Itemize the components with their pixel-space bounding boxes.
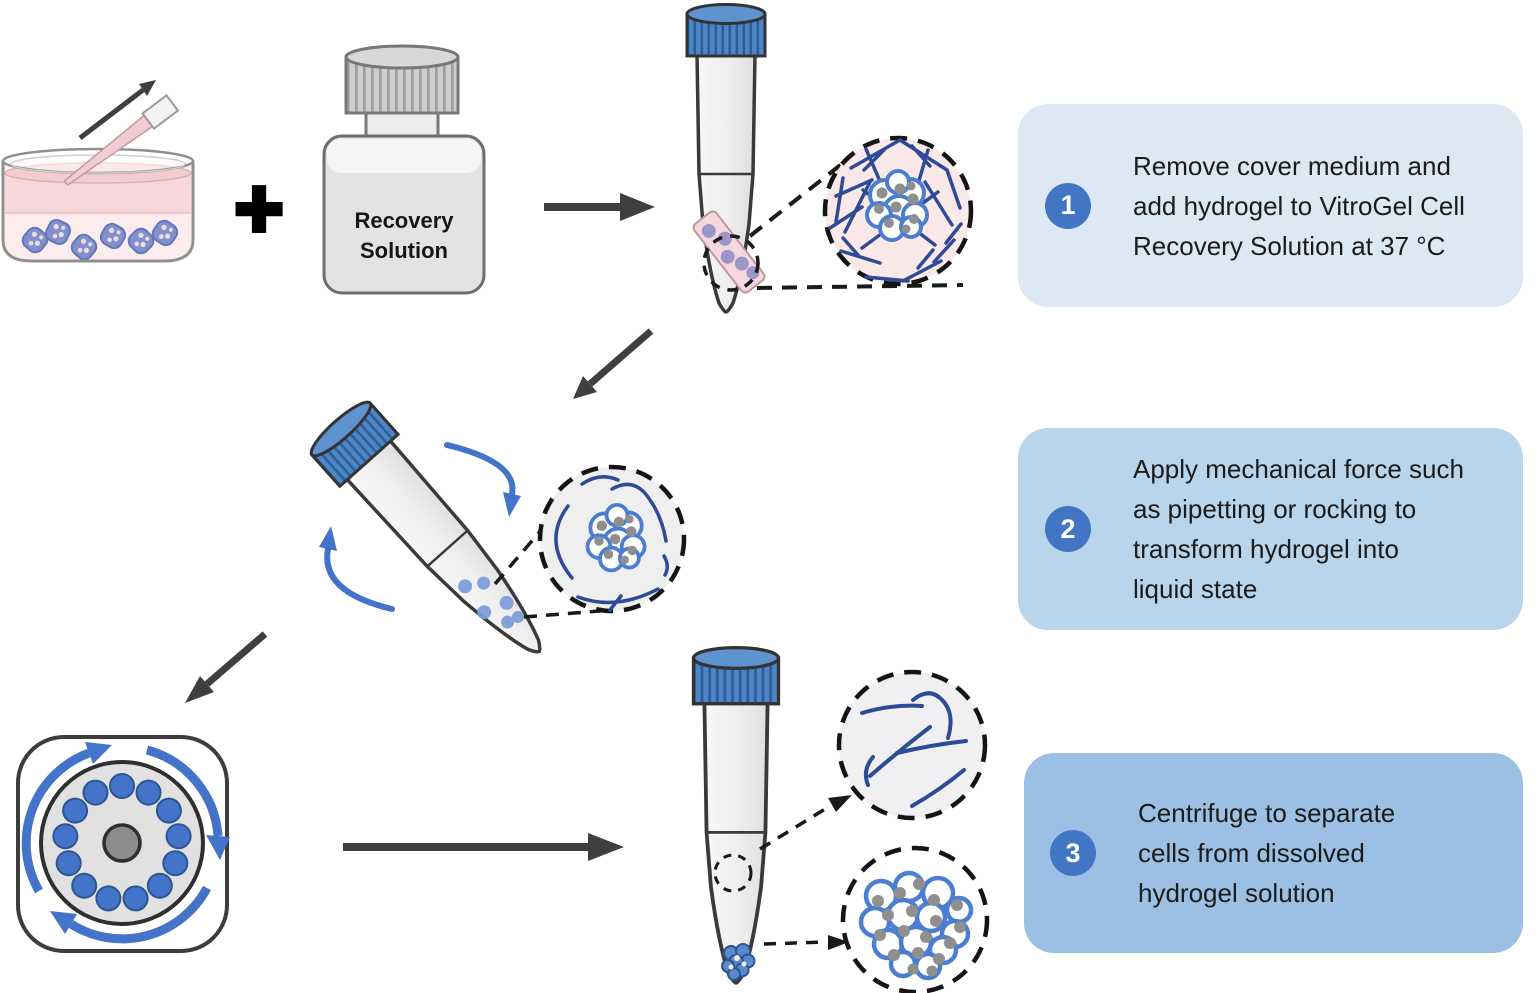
petri-dish-icon [1, 147, 195, 264]
centrifuge-icon [16, 735, 230, 953]
step-3-line-1: Centrifuge to separate [1138, 798, 1396, 828]
step-2-line-2: as pipetting or rocking to [1133, 494, 1417, 524]
hydrogel-matrix-zoom [822, 135, 974, 287]
step-2-line-4: liquid state [1133, 574, 1258, 604]
dashed-pointer-top [759, 795, 852, 851]
supernatant-sample-circle [713, 853, 753, 893]
rocking-arrows-icon [319, 442, 521, 612]
rotor-tubes [52, 773, 192, 912]
step-1-card: 1 Remove cover medium and add hydrogel t… [1018, 104, 1523, 307]
step-2-line-3: transform hydrogel into [1133, 534, 1399, 564]
rotor-hub [102, 823, 142, 863]
right-arrow-icon-2 [343, 833, 624, 861]
dissolving-hydrogel-zoom [537, 464, 687, 614]
dissolved-polymer-zoom [836, 669, 988, 821]
remove-medium-arrow-icon [78, 80, 156, 140]
cell-pellet-zoom [840, 845, 990, 993]
step-3-number-badge: 3 [1050, 830, 1096, 876]
step-2-number-badge: 2 [1045, 506, 1091, 552]
step-2-text: Apply mechanical force such as pipetting… [1133, 449, 1464, 609]
bottle-label-line2: Solution [360, 238, 448, 263]
step-2-line-1: Apply mechanical force such [1133, 454, 1464, 484]
centrifuge-tube-1-icon [685, 2, 964, 314]
step-1-line-3: Recovery Solution at 37 °C [1133, 230, 1446, 261]
step-3-card: 3 Centrifuge to separate cells from diss… [1024, 753, 1523, 953]
bottle-label-line1: Recovery [354, 208, 454, 233]
rotation-arrowheads [50, 742, 230, 934]
hydrogel-piece [692, 210, 766, 294]
loose-fibers [554, 475, 669, 612]
centrifuge-tube-2-icon [303, 394, 571, 680]
step-1-number-badge: 1 [1045, 182, 1091, 229]
step-1-text: Remove cover medium and add hydrogel to … [1133, 146, 1465, 266]
step-2-card: 2 Apply mechanical force such as pipetti… [1018, 428, 1523, 630]
released-cells [458, 576, 524, 629]
pipette-icon [63, 93, 180, 187]
free-polymer-strands [860, 691, 968, 808]
step-3-text: Centrifuge to separate cells from dissol… [1138, 793, 1395, 913]
diagonal-arrow-icon-2 [185, 631, 268, 703]
right-arrow-icon [544, 193, 655, 221]
dashed-pointer-bottom [763, 935, 849, 950]
recovery-solution-bottle-icon: Recovery Solution [322, 44, 486, 295]
centrifuge-tube-3-icon [691, 645, 852, 985]
step-1-line-2: add hydrogel to VitroGel Cell [1133, 190, 1465, 221]
cell-pellet [721, 943, 756, 981]
step-3-line-3: hydrogel solution [1138, 878, 1335, 908]
step-1-line-1: Remove cover medium and [1133, 150, 1451, 181]
diagonal-arrow-icon [573, 328, 654, 399]
plus-icon: + [234, 161, 283, 255]
rotation-arrows-icon [21, 745, 223, 944]
step-3-line-2: cells from dissolved [1138, 838, 1365, 868]
pelleted-cell-cluster [858, 870, 974, 981]
